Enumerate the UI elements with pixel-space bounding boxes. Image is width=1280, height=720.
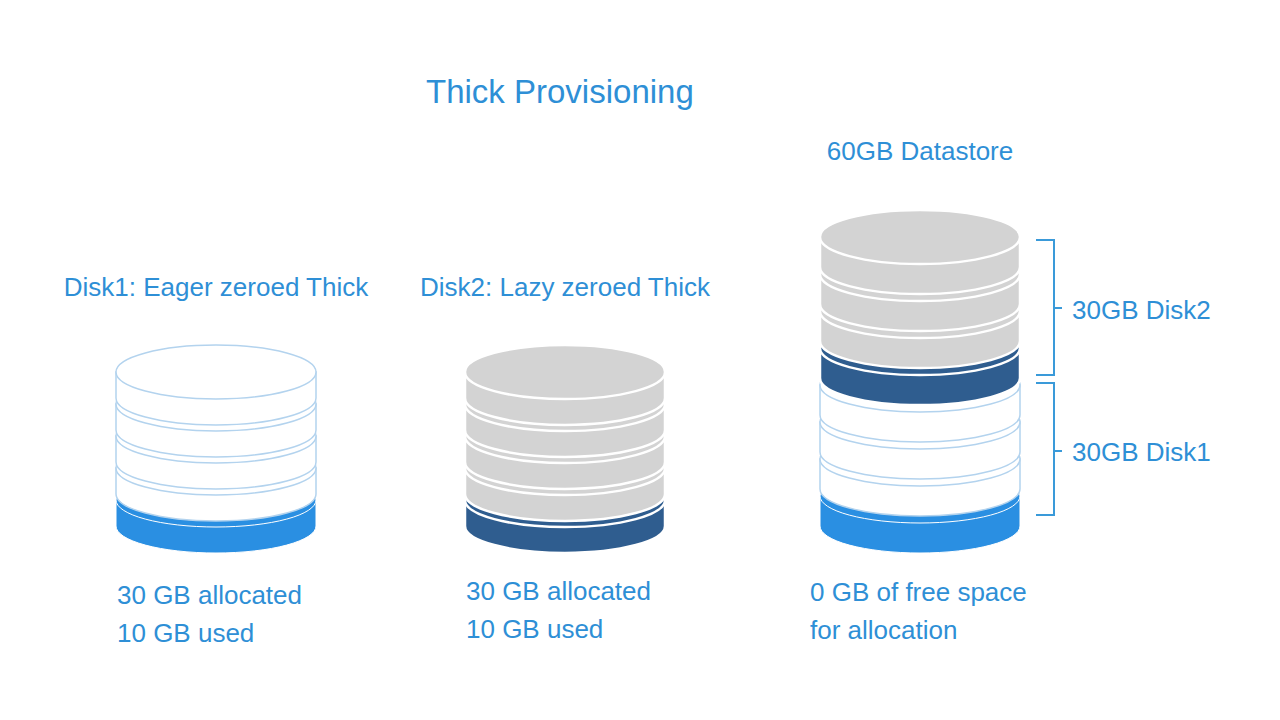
- disk-node: 60GB Datastore 0 GB of free space for all…: [754, 136, 1086, 649]
- disk-node: Disk2: Lazy zeroed Thick 30 GB allocated …: [399, 272, 731, 648]
- illustration-shape: [1036, 383, 1054, 515]
- lazy-disk-stack: [465, 345, 665, 553]
- disk-platter: [465, 345, 665, 425]
- disk-platter: [116, 345, 316, 425]
- diagram-title: Thick Provisioning: [426, 72, 694, 112]
- illustration-shape: [820, 210, 1020, 264]
- disk-heading: Disk1: Eager zeroed Thick: [50, 272, 382, 302]
- disk-size-note: 0 GB of free space for allocation: [810, 573, 1050, 649]
- illustration-shape: [465, 345, 665, 399]
- size-bracket: [1036, 383, 1062, 515]
- illustration-shape: [116, 345, 316, 399]
- eager-disk-stack: [116, 345, 316, 553]
- disk-node: Disk1: Eager zeroed Thick 30 GB allocated…: [50, 272, 382, 652]
- disk-heading: Disk2: Lazy zeroed Thick: [399, 272, 731, 302]
- disk-size-note: 30 GB allocated 10 GB used: [466, 572, 671, 648]
- size-bracket: [1036, 240, 1062, 375]
- bracket-label: 30GB Disk1: [1072, 433, 1211, 471]
- bracket-label: 30GB Disk2: [1072, 291, 1211, 329]
- datastore-stack: [820, 210, 1020, 553]
- disk-platter: [820, 210, 1020, 294]
- illustration-shape: [1054, 307, 1062, 309]
- disk-size-note: 30 GB allocated 10 GB used: [117, 576, 322, 652]
- illustration-shape: [1036, 240, 1054, 375]
- disk-heading: 60GB Datastore: [754, 136, 1086, 166]
- illustration-shape: [1054, 450, 1062, 452]
